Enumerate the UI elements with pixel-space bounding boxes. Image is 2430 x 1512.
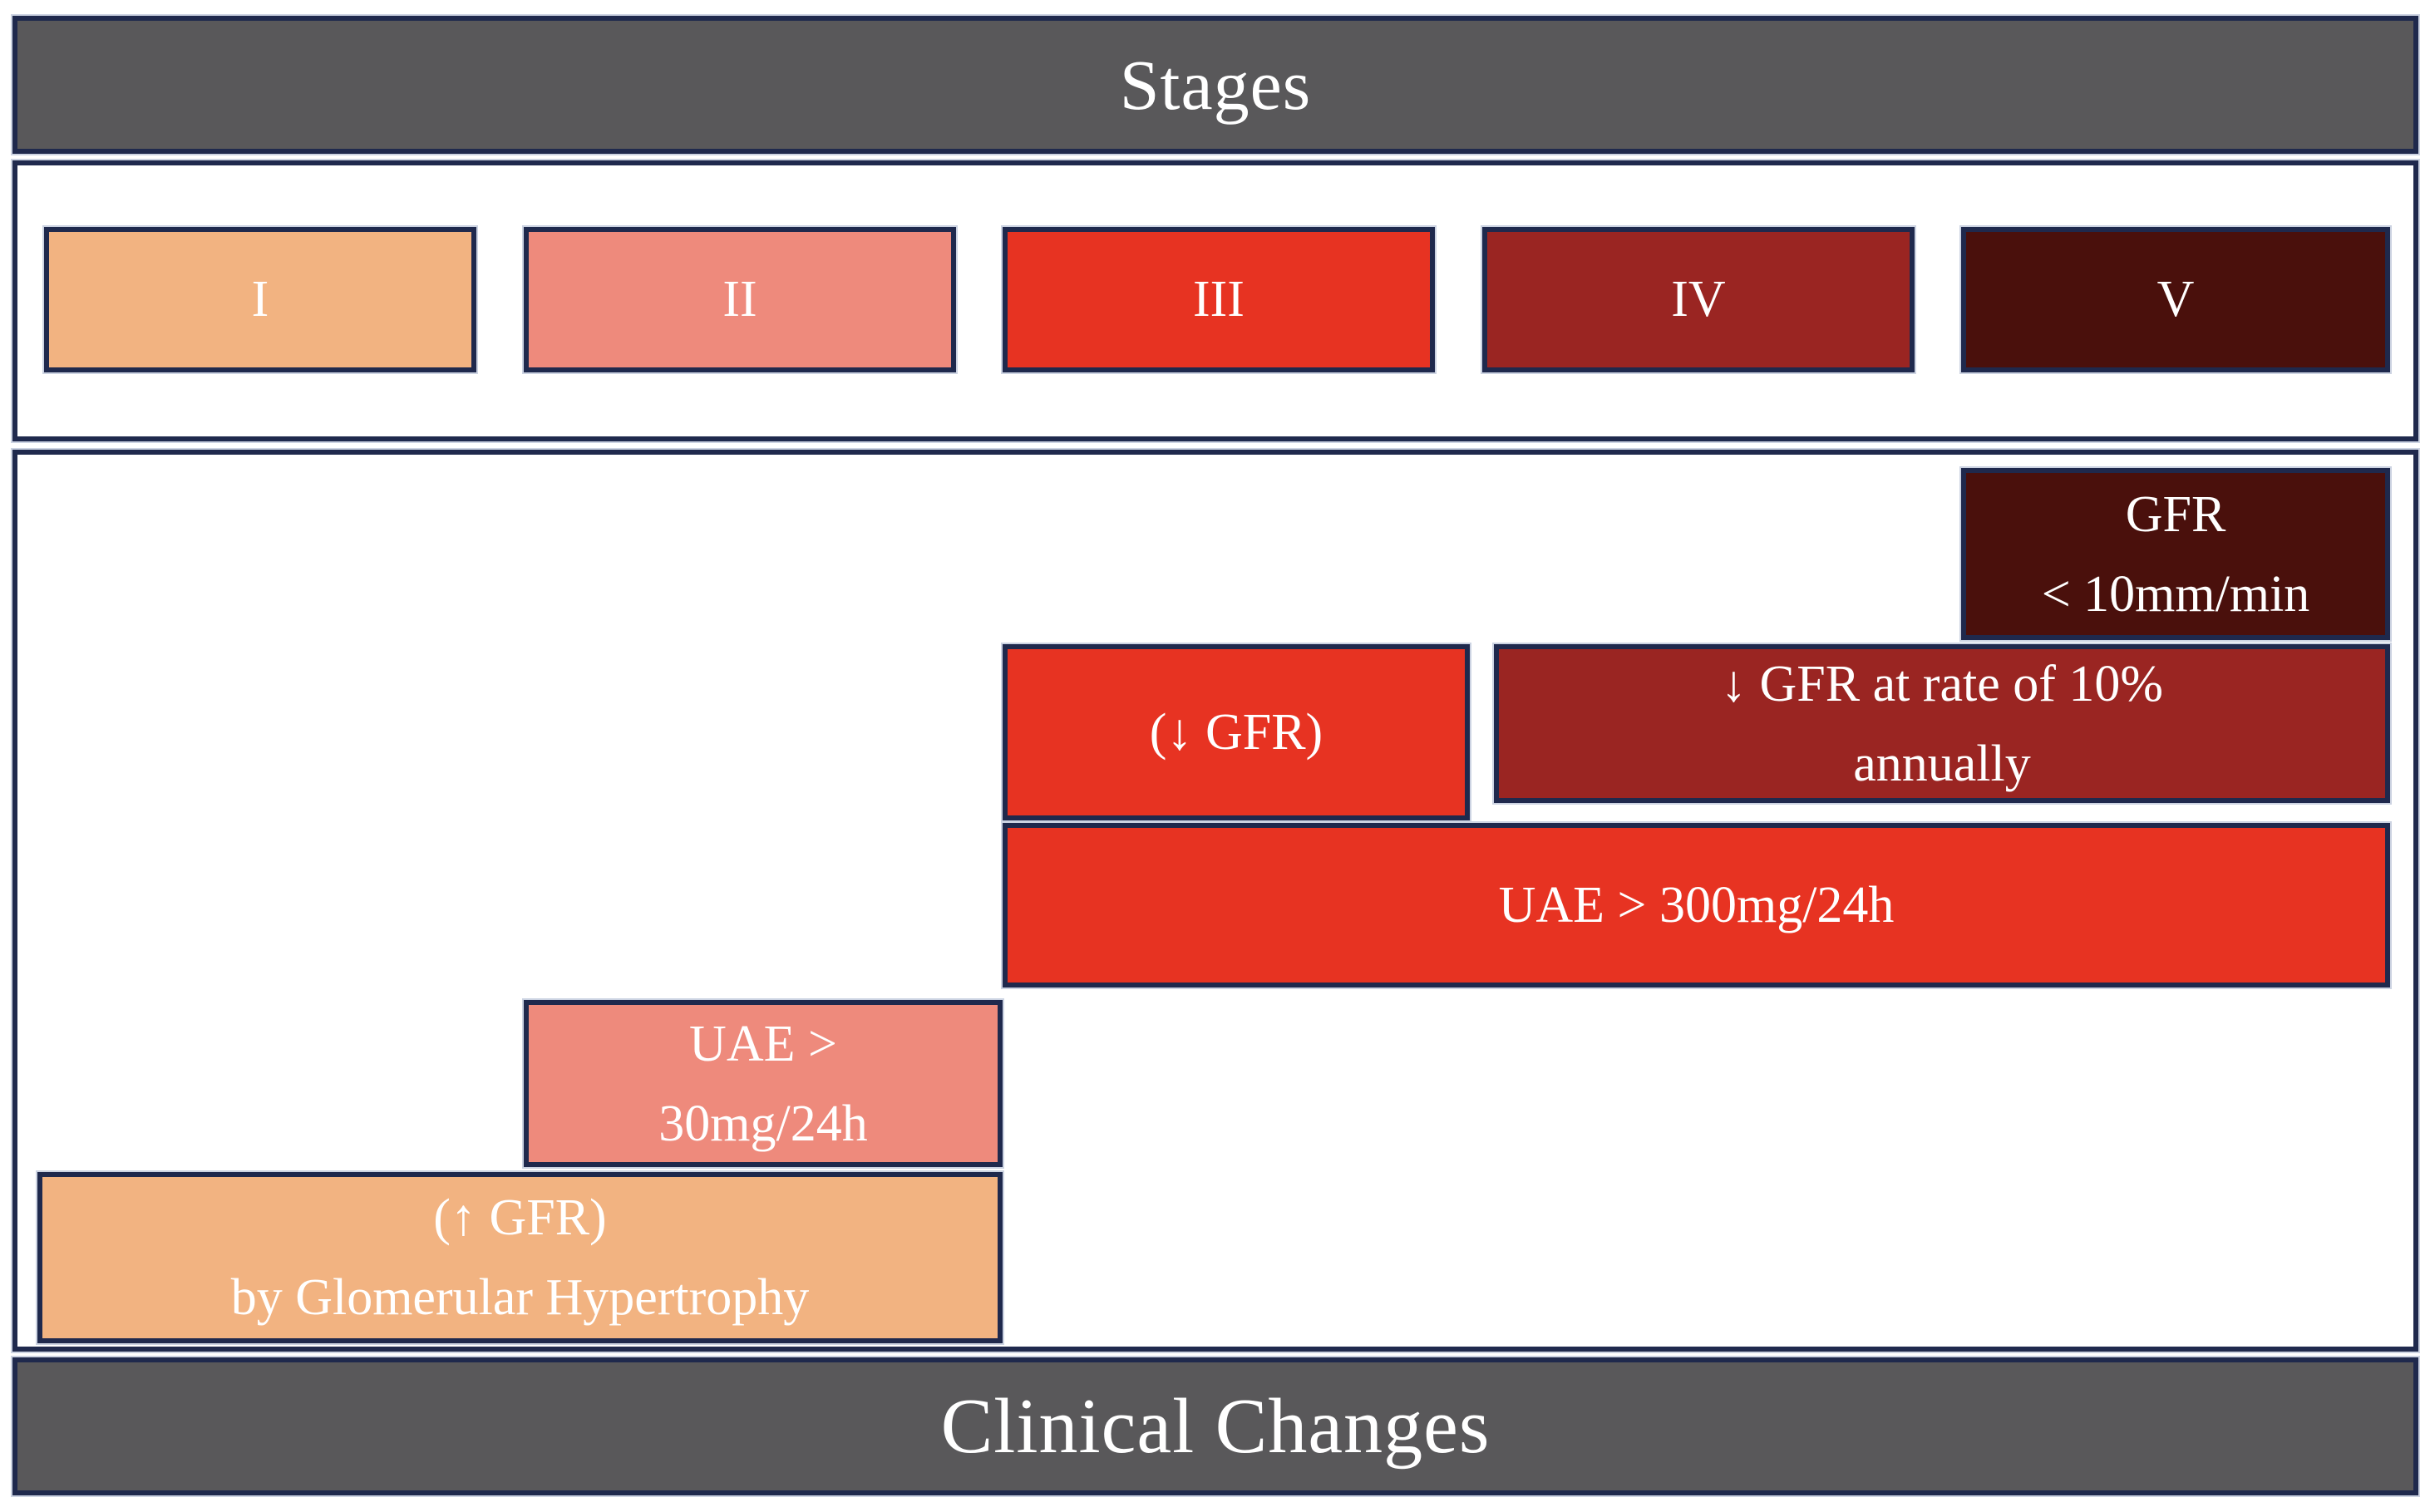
clinical-box-gfr-under-10: GFR < 10mm/min: [1961, 468, 2390, 640]
stages-header-bar: Stages: [12, 16, 2418, 154]
clinical-box-line: UAE > 300mg/24h: [1498, 877, 1895, 933]
clinical-box-gfr-rise: (↑ GFR) by Glomerular Hypertrophy: [37, 1172, 1003, 1343]
clinical-box-gfr-decline: (↓ GFR): [1003, 644, 1470, 820]
clinical-box-line: (↑ GFR): [433, 1189, 607, 1246]
stage-iv-label: IV: [1671, 271, 1726, 328]
clinical-box-line: ↓ GFR at rate of 10%: [1720, 655, 2164, 712]
clinical-box-line: 30mg/24h: [658, 1095, 868, 1152]
stage-ii-label: II: [722, 271, 757, 328]
stage-i-label: I: [251, 271, 269, 328]
stages-title: Stages: [1119, 45, 1312, 125]
clinical-changes-footer-bar: Clinical Changes: [12, 1357, 2418, 1495]
clinical-box-gfr-decline-rate: ↓ GFR at rate of 10% annually: [1494, 644, 2390, 803]
clinical-changes-title: Clinical Changes: [940, 1383, 1491, 1470]
clinical-box-line: by Glomerular Hypertrophy: [230, 1269, 810, 1326]
clinical-box-uae-over-300: UAE > 300mg/24h: [1003, 823, 2390, 987]
stage-box-v: V: [1961, 227, 2390, 372]
clinical-box-line: GFR: [2125, 485, 2226, 543]
clinical-box-line: annually: [1853, 735, 2031, 792]
clinical-box-line: UAE >: [689, 1015, 837, 1072]
clinical-box-line: < 10mm/min: [2041, 565, 2310, 623]
stage-box-ii: II: [524, 227, 956, 372]
stage-box-iii: III: [1003, 227, 1435, 372]
stage-v-label: V: [2156, 271, 2195, 328]
clinical-box-uae-over-30: UAE > 30mg/24h: [524, 1000, 1003, 1167]
clinical-box-line: (↓ GFR): [1149, 704, 1323, 761]
stage-iii-label: III: [1193, 271, 1245, 328]
stage-box-i: I: [44, 227, 476, 372]
stage-box-iv: IV: [1482, 227, 1915, 372]
